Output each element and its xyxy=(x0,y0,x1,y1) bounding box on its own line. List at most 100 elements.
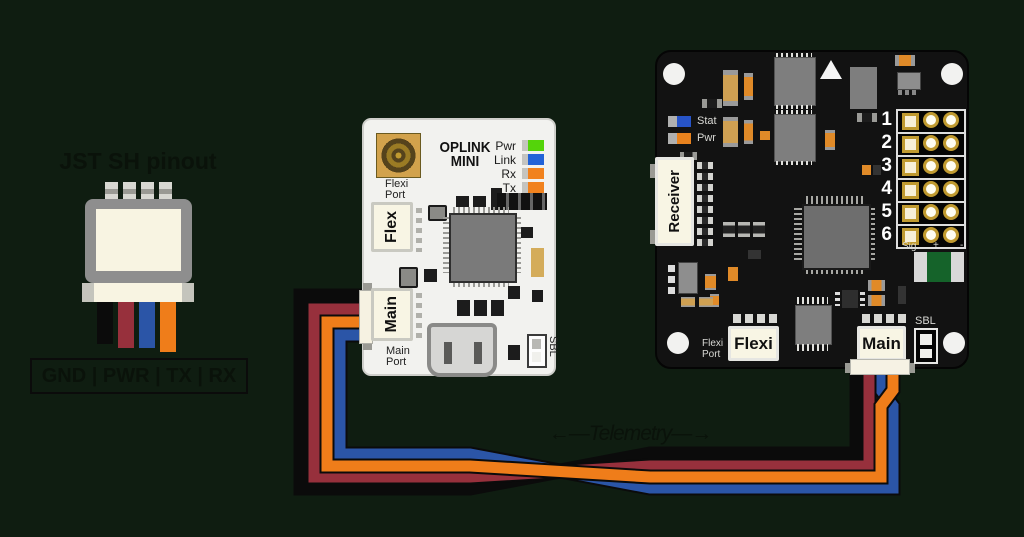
led-row-pwr: Pwr xyxy=(495,139,552,153)
sensor-ic xyxy=(774,57,816,106)
capacitor xyxy=(862,165,871,175)
resistor xyxy=(680,152,697,160)
stat-led-pad xyxy=(668,116,677,127)
sot-legs xyxy=(898,90,918,95)
main-connector-cap xyxy=(363,342,372,350)
jst-pinout-legend: GND | PWR | TX | RX xyxy=(30,358,248,394)
capacitor xyxy=(868,280,885,291)
sot-legs xyxy=(835,292,840,306)
mcu-pins-bottom xyxy=(453,281,509,287)
sbl-pad xyxy=(532,339,541,349)
mcu-pins-left xyxy=(443,217,449,273)
smd-pad xyxy=(491,300,504,316)
round-pad xyxy=(923,181,939,197)
smd-pad xyxy=(508,286,520,299)
pin-header-row xyxy=(896,155,966,180)
main-connector-cap xyxy=(907,363,915,373)
jst-housing-tab xyxy=(82,283,94,302)
stat-led xyxy=(677,116,691,127)
pin-number: 2 xyxy=(881,132,892,153)
sbl-pad xyxy=(920,349,932,358)
brand-line2: MINI xyxy=(450,153,480,170)
main-port-connector xyxy=(850,359,910,375)
ic-pins xyxy=(776,110,812,114)
main-connector-cap xyxy=(363,283,372,291)
smd-pad xyxy=(491,188,502,210)
sot-component xyxy=(678,262,698,294)
stat-label: Stat xyxy=(697,115,717,127)
sbl-pad xyxy=(532,352,541,362)
pin-header-row xyxy=(896,109,966,134)
led-row-tx: Tx xyxy=(496,182,552,194)
flexi-port-line1: Flexi xyxy=(385,178,409,190)
jst-housing xyxy=(94,283,182,302)
ic-pins xyxy=(776,161,812,165)
sot-component xyxy=(897,72,921,90)
rx-led xyxy=(528,168,544,179)
pwr-led-pad xyxy=(668,133,677,144)
smd-pad xyxy=(424,269,437,282)
jst-wire-gnd xyxy=(97,302,113,344)
eeprom-ic xyxy=(795,305,832,345)
smd-pad-comb xyxy=(497,193,547,210)
round-pad xyxy=(943,181,959,197)
pwr-led xyxy=(528,140,544,151)
pin-header-row xyxy=(896,224,966,249)
round-pad xyxy=(943,135,959,151)
square-pad xyxy=(902,182,919,199)
flexi-port-label: Flexi Port xyxy=(385,179,408,201)
board-brand: OPLINK MINI xyxy=(437,139,493,170)
main-port-box: Main xyxy=(857,326,906,361)
capacitor xyxy=(705,274,716,290)
round-pad xyxy=(943,112,959,128)
smd-pad xyxy=(474,300,487,316)
led-label: Link xyxy=(493,153,516,167)
ic-pins xyxy=(797,297,828,304)
led-label: Tx xyxy=(502,181,516,195)
jst-pin xyxy=(105,182,118,201)
mcu-pins-right xyxy=(867,208,875,262)
smd-pad xyxy=(668,276,675,283)
wire-pwr xyxy=(308,303,875,483)
pin-number: 3 xyxy=(881,155,892,176)
round-pad xyxy=(923,204,939,220)
smd-pad xyxy=(508,345,520,360)
round-pad xyxy=(923,227,939,243)
main-port-label: Main Port xyxy=(386,346,410,368)
mcu-pins-bottom xyxy=(806,266,863,274)
cc3d-board: Stat Pwr 1 2 3 4 5 6 Sig + - Receiver xyxy=(650,50,969,375)
sig-label: Sig xyxy=(902,241,917,252)
sot23-component xyxy=(428,205,447,221)
sbl-pad xyxy=(920,334,932,345)
mcu-pins-top xyxy=(453,207,509,213)
jst-connector xyxy=(80,180,200,355)
square-pad xyxy=(902,113,919,130)
pad-strip xyxy=(416,208,422,252)
sbl-jumper xyxy=(527,334,547,368)
led-label: Pwr xyxy=(495,139,516,153)
round-pad xyxy=(923,158,939,174)
sbl-jumper xyxy=(914,328,938,364)
smd-pad xyxy=(668,287,675,294)
smd-pad xyxy=(748,250,761,259)
flex-port-text: Flex xyxy=(383,210,400,243)
pwr-label: Pwr xyxy=(697,132,716,144)
telemetry-label: ←—Telemetry—→ xyxy=(520,420,740,448)
jst-pinout-title: JST SH pinout xyxy=(59,148,217,174)
tantalum-cap xyxy=(699,297,713,307)
sbl-label: SBL xyxy=(547,336,559,357)
square-pad xyxy=(902,159,919,176)
resistor xyxy=(753,222,765,237)
servo-pad xyxy=(914,252,964,282)
pin-number: 5 xyxy=(881,201,892,222)
smd-pad xyxy=(668,265,675,272)
pwr-led xyxy=(677,133,691,144)
mcu-chip xyxy=(802,204,871,270)
tantalum-cap xyxy=(723,117,738,147)
brand-line1: OPLINK xyxy=(439,139,491,156)
mounting-hole xyxy=(667,332,689,354)
jst-wire-rx xyxy=(160,302,176,352)
mcu-pins-right xyxy=(515,217,521,273)
jst-wire-pwr xyxy=(118,302,134,348)
